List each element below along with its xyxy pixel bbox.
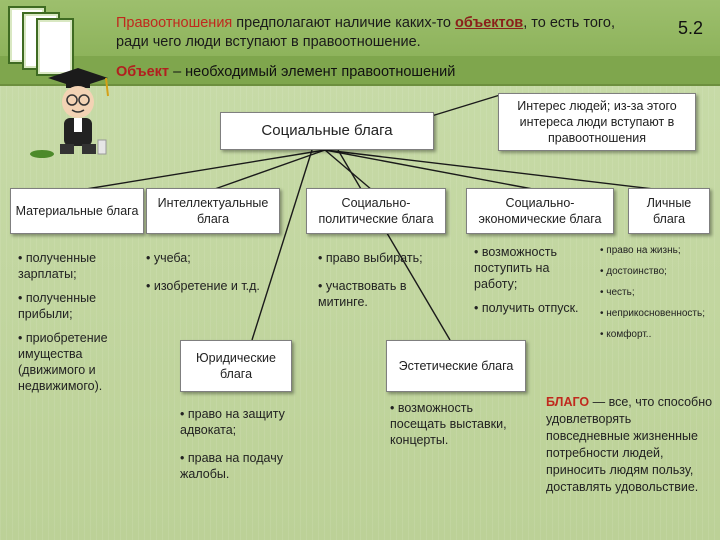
list-item: • учеба; xyxy=(146,251,191,265)
blago-definition: БЛАГО — все, что способно удовлетворять … xyxy=(546,394,716,496)
header-intro-text: Правоотношения предполагают наличие каки… xyxy=(116,14,636,52)
slide-header: Правоотношения предполагают наличие каки… xyxy=(0,0,720,86)
category-socioeconomic-label: Социально-экономические блага xyxy=(478,196,602,226)
header-band xyxy=(0,56,720,84)
blago-term: БЛАГО xyxy=(546,395,590,409)
subcategory-legal: Юридические блага xyxy=(180,340,292,392)
intellectual-list: • учеба; • изобретение и т.д. xyxy=(146,250,286,302)
list-item: • полученные зарплаты; xyxy=(18,251,97,281)
object-definition-line: Объект – необходимый элемент правоотноше… xyxy=(116,64,455,80)
interest-box: Интерес людей; из-за этого интереса люди… xyxy=(498,93,696,151)
blago-text: — все, что способно удовлетворять повсед… xyxy=(546,395,713,494)
list-item: • возможность посещать выставки, концерт… xyxy=(390,401,507,447)
graduate-mascot-icon xyxy=(30,68,109,158)
category-intellectual-label: Интеллектуальные блага xyxy=(157,196,269,226)
list-item: • достоинство; xyxy=(600,266,667,277)
category-sociopolitical: Социально-политические блага xyxy=(306,188,446,234)
socioeconomic-list: • возможность поступить на работу; • пол… xyxy=(474,244,592,324)
term-pravootnosheniya: Правоотношения xyxy=(116,15,233,31)
subcategory-aesthetic-label: Эстетические блага xyxy=(398,359,514,373)
category-material-label: Материальные блага xyxy=(15,204,139,218)
list-item: • приобретение имущества (движимого и не… xyxy=(18,331,108,393)
slide-number: 5.2 xyxy=(678,18,704,38)
social-goods-title: Социальные блага xyxy=(261,122,393,139)
list-item: • право на защиту адвоката; xyxy=(180,407,285,437)
object-term: Объект xyxy=(116,64,170,80)
category-sociopolitical-label: Социально-политические блага xyxy=(318,196,434,226)
material-list: • полученные зарплаты; • полученные приб… xyxy=(18,250,136,402)
list-item: • комфорт.. xyxy=(600,329,652,340)
list-item: • право выбирать; xyxy=(318,251,423,265)
category-personal-label: Личные блага xyxy=(646,196,692,226)
list-item: • изобретение и т.д. xyxy=(146,279,260,293)
interest-text: Интерес людей; из-за этого интереса люди… xyxy=(517,99,677,145)
aesthetic-list: • возможность посещать выставки, концерт… xyxy=(390,400,526,456)
subcategory-aesthetic: Эстетические блага xyxy=(386,340,526,392)
list-item: • права на подачу жалобы. xyxy=(180,451,283,481)
category-personal: Личные блага xyxy=(628,188,710,234)
list-item: • полученные прибыли; xyxy=(18,291,97,321)
category-socioeconomic: Социально-экономические блага xyxy=(466,188,614,234)
term-objects: объектов xyxy=(455,15,524,31)
social-goods-box: Социальные блага xyxy=(220,112,434,150)
list-item: • участвовать в митинге. xyxy=(318,279,407,309)
intro-end: , то есть того, ради чего люди вступают … xyxy=(116,15,615,50)
category-intellectual: Интеллектуальные блага xyxy=(146,188,280,234)
legal-list: • право на защиту адвоката; • права на п… xyxy=(180,406,320,490)
list-item: • получить отпуск. xyxy=(474,301,579,315)
list-item: • честь; xyxy=(600,287,635,298)
object-def: – необходимый элемент правоотношений xyxy=(169,64,456,80)
list-item: • возможность поступить на работу; xyxy=(474,245,558,291)
frame-3 xyxy=(36,18,74,76)
personal-list: • право на жизнь; • достоинство; • честь… xyxy=(600,244,716,349)
list-item: • право на жизнь; xyxy=(600,245,681,256)
category-material: Материальные блага xyxy=(10,188,144,234)
intro-mid: предполагают наличие каких-то xyxy=(232,15,456,31)
list-item: • неприкосновенность; xyxy=(600,308,705,319)
sociopolitical-list: • право выбирать; • участвовать в митинг… xyxy=(318,250,448,318)
subcategory-legal-label: Юридические блага xyxy=(196,351,276,381)
slide-frames-decoration xyxy=(8,6,88,78)
